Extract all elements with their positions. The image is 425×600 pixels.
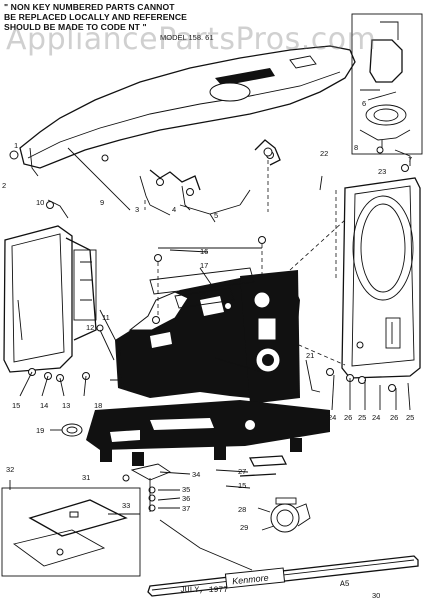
callout-18: 18: [94, 401, 102, 410]
callout-25b: 25: [406, 413, 414, 422]
callout-16: 16: [200, 247, 208, 256]
bobbin: [50, 423, 83, 437]
left-screw-row: [19, 199, 90, 397]
right-side-cover: [341, 177, 421, 379]
speed-control-parts: [239, 455, 311, 533]
callout-1: 1: [14, 141, 18, 150]
callout-12: 12: [86, 323, 94, 332]
left-side-cover: [3, 225, 104, 373]
model-code: MODEL 158. 61: [160, 33, 214, 42]
callout-29: 29: [240, 523, 248, 532]
callout-22: 22: [320, 149, 328, 158]
callout-26a: 26: [344, 413, 352, 422]
callout-10: 10: [36, 198, 44, 207]
callout-numbers: 1 2 3 4 5 6 7 8 9 10 11 12 13 14 15 16 1…: [2, 99, 414, 600]
callout-27: 27: [238, 467, 246, 476]
top-cover-screws: [9, 150, 274, 196]
callout-19: 19: [36, 426, 44, 435]
right-dash-lines: [289, 190, 346, 366]
top-cover: [19, 45, 356, 177]
callout-23: 23: [378, 167, 386, 176]
callout-4: 4: [172, 205, 176, 214]
top-plate: [149, 236, 266, 324]
callout-3: 3: [135, 205, 139, 214]
callout-11: 11: [102, 313, 110, 322]
bed-underside-parts: [122, 463, 191, 512]
callout-6: 6: [362, 99, 366, 108]
parts-note-line-2: BE REPLACED LOCALLY AND REFERENCE: [4, 12, 187, 22]
watermark-text: AppliancePartsPros.com: [6, 22, 377, 57]
callout-32: 32: [6, 465, 14, 474]
callout-24b: 24: [372, 413, 380, 422]
footer-date: JULY, 1977: [180, 586, 228, 595]
callout-33: 33: [122, 501, 130, 510]
parts-note: " NON KEY NUMBERED PARTS CANNOT BE REPLA…: [4, 2, 304, 32]
machine-body: [86, 270, 330, 466]
callout-30: 30: [372, 591, 380, 600]
callout-17: 17: [200, 261, 208, 270]
callout-26b: 26: [390, 413, 398, 422]
callout-35: 35: [182, 485, 190, 494]
callout-24a: 24: [328, 413, 336, 422]
tension-assembly-box: [351, 13, 423, 166]
callout-8: 8: [354, 143, 358, 152]
leader-lines: [99, 175, 323, 571]
callout-5: 5: [214, 211, 218, 220]
callout-20: 20: [200, 289, 208, 298]
top-leaders: [67, 147, 251, 223]
callout-31: 31: [82, 473, 90, 482]
cover-bracket-assembly: [139, 139, 281, 212]
kenmore-nameplate: Kenmore: [147, 555, 419, 597]
callout-21: 21: [306, 351, 314, 360]
parts-note-line-3: SHOULD BE MADE TO CODE NT ": [4, 22, 147, 32]
right-screw-row: [326, 164, 411, 411]
callout-15: 15: [12, 401, 20, 410]
callout-37: 37: [182, 504, 190, 513]
brand-plate-text: Kenmore: [232, 573, 269, 587]
callout-34: 34: [192, 470, 200, 479]
callout-28: 28: [238, 505, 246, 514]
callout-7: 7: [408, 155, 412, 164]
callout-14: 14: [40, 401, 48, 410]
callout-15b: 15: [238, 481, 246, 490]
callout-9: 9: [100, 198, 104, 207]
slide-plate-box: [1, 480, 141, 577]
parts-note-line-1: " NON KEY NUMBERED PARTS CANNOT: [4, 2, 175, 12]
callout-25a: 25: [358, 413, 366, 422]
callout-13: 13: [62, 401, 70, 410]
callout-36: 36: [182, 494, 190, 503]
callout-2: 2: [2, 181, 6, 190]
footer-page: A5: [340, 580, 350, 589]
